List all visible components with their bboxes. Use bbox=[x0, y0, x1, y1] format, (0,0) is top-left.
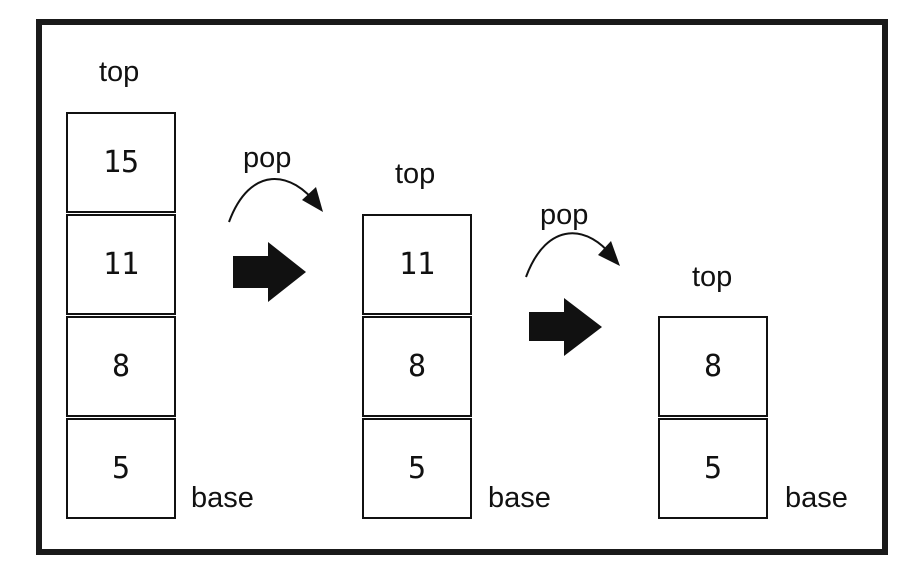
stage1-base-label: base bbox=[191, 482, 254, 514]
stage1-top-label: top bbox=[99, 56, 140, 88]
stage3-cell-1: 8 bbox=[658, 316, 768, 417]
stage2-cell-1: 11 bbox=[362, 214, 472, 315]
op1-curved-arrowhead-icon bbox=[302, 187, 323, 212]
stage3-top-label: top bbox=[692, 261, 733, 293]
stage2-cell-2: 8 bbox=[362, 316, 472, 417]
stage3-base-label: base bbox=[785, 482, 848, 514]
stage1-cell-4: 5 bbox=[66, 418, 176, 519]
op1-label: pop bbox=[243, 142, 292, 174]
stage1-cell-3: 8 bbox=[66, 316, 176, 417]
op2-curved-arrowhead-icon bbox=[598, 241, 620, 266]
stage3-cell-2: 5 bbox=[658, 418, 768, 519]
op2-label: pop bbox=[540, 199, 589, 231]
stage2-cell-3: 5 bbox=[362, 418, 472, 519]
op1-block-arrow-icon bbox=[233, 242, 306, 302]
stage1-cell-1: 15 bbox=[66, 112, 176, 213]
op2-block-arrow-icon bbox=[529, 298, 602, 356]
stage2-base-label: base bbox=[488, 482, 551, 514]
stage1-cell-2: 11 bbox=[66, 214, 176, 315]
stage2-top-label: top bbox=[395, 158, 436, 190]
